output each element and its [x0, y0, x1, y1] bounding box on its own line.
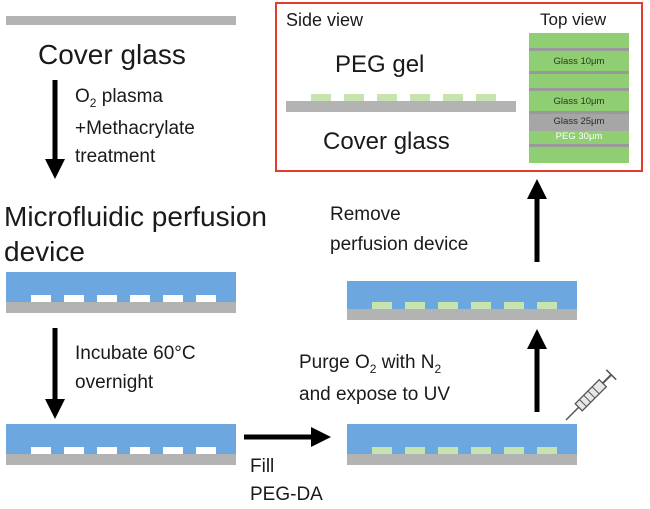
- side-view-drawing: [286, 94, 516, 112]
- peg-gel-label: PEG gel: [335, 51, 425, 78]
- device-title-line1: Microfluidic perfusion: [4, 201, 267, 232]
- fill-label-line2: PEG-DA: [250, 484, 323, 505]
- cover-glass-bar: [6, 16, 236, 25]
- top-view-title: Top view: [540, 10, 607, 29]
- purge-label-line1: Purge O2 with N2: [299, 352, 441, 380]
- strip-label-glass-10-a: Glass 10μm: [553, 56, 605, 67]
- remove-label-line1: Remove: [330, 204, 401, 225]
- purge-sub-o2: 2: [369, 361, 377, 376]
- purge-sub-n2: 2: [434, 361, 442, 376]
- strip-label-glass-10-b: Glass 10μm: [553, 96, 605, 107]
- incubate-label-line2: overnight: [75, 372, 154, 393]
- cover-glass-label: Cover glass: [38, 39, 186, 70]
- plasma-text-rest: plasma: [96, 86, 163, 107]
- syringe-icon: [565, 369, 617, 421]
- purge-label-line2: and expose to UV: [299, 384, 451, 405]
- result-cover-glass-label: Cover glass: [323, 128, 450, 155]
- top-view-drawing: [529, 33, 629, 163]
- strip-label-glass-25: Glass 25μm: [553, 116, 605, 127]
- plasma-text-o: O: [75, 86, 90, 107]
- purge-text-a: Purge O: [299, 352, 370, 373]
- device-gel: [347, 281, 577, 320]
- incubate-label-line1: Incubate 60°C: [75, 343, 196, 364]
- plasma-sub-2: 2: [89, 95, 97, 110]
- fill-label-line1: Fill: [250, 456, 275, 477]
- plasma-treatment-label: O2 plasma: [75, 86, 163, 114]
- device-title-line2: device: [4, 236, 85, 267]
- top-view-strip-labels: Glass 10μm Glass 10μm Glass 25μm PEG 30μ…: [529, 33, 629, 163]
- device-incubated: [6, 424, 236, 465]
- side-view-title: Side view: [286, 10, 364, 30]
- treatment-label: treatment: [75, 146, 156, 167]
- device-filled: [347, 424, 577, 465]
- purge-text-b: with N: [376, 352, 435, 373]
- remove-label-line2: perfusion device: [330, 234, 469, 255]
- device-empty: [6, 272, 236, 313]
- strip-label-peg-30: PEG 30μm: [555, 131, 603, 142]
- methacrylate-label: +Methacrylate: [75, 118, 195, 139]
